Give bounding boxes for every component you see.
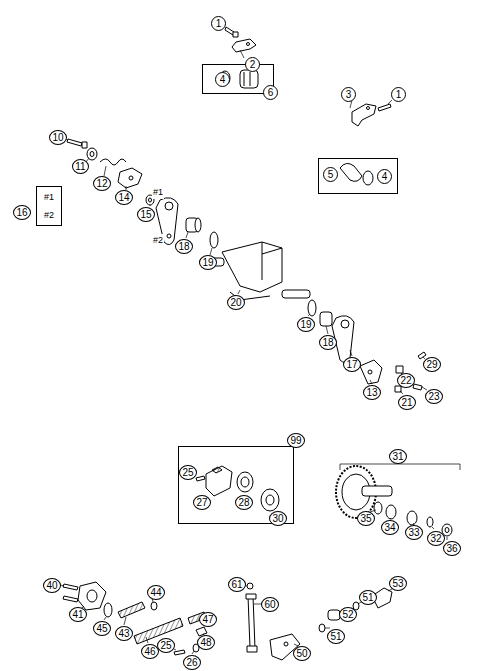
callout-number: 25: [179, 465, 197, 480]
callout-number: 43: [115, 626, 133, 641]
callout-number: 52: [339, 607, 357, 622]
callout-number: 14: [115, 190, 133, 205]
callout-number: 16: [13, 205, 31, 220]
group-frame: 9925272830: [178, 446, 294, 524]
callout-number: 17: [343, 357, 361, 372]
callout-number: 23: [425, 389, 443, 404]
callout-number: 3: [341, 87, 356, 102]
callout-number: 48: [197, 635, 215, 650]
callout-number: 10: [49, 130, 67, 145]
callout-number: 25: [157, 638, 175, 653]
group-frame: 16#1#2: [36, 186, 62, 226]
callout-number: 13: [363, 385, 381, 400]
callout-number: 1: [391, 87, 406, 102]
callout-number: 51: [327, 629, 345, 644]
callout-number: 4: [377, 169, 392, 184]
callout-number: 15: [137, 207, 155, 222]
callout-number: 2: [245, 57, 260, 72]
callout-number: 31: [389, 449, 407, 464]
callout-number: 28: [235, 495, 253, 510]
callout-number: 12: [93, 176, 111, 191]
callout-number: 45: [93, 621, 111, 636]
callout-number: 19: [199, 255, 217, 270]
callout-number: 22: [397, 373, 415, 388]
callout-number: 61: [228, 577, 246, 592]
callout-number: 36: [443, 541, 461, 556]
callout-number: 6: [263, 85, 278, 100]
callout-number: 33: [405, 525, 423, 540]
callout-number: 21: [398, 395, 416, 410]
callout-number: 99: [287, 433, 305, 448]
callout-number: 40: [43, 578, 61, 593]
callout-number: 47: [199, 612, 217, 627]
callout-number: 4: [215, 72, 230, 87]
callout-number: 19: [297, 317, 315, 332]
callout-number: 5: [323, 167, 338, 182]
reference-mark: #1: [152, 186, 164, 199]
reference-mark: #2: [43, 209, 55, 222]
callout-number: 53: [389, 576, 407, 591]
callout-number: 27: [193, 495, 211, 510]
callout-number: 29: [423, 357, 441, 372]
group-frame: 54: [318, 158, 398, 194]
callout-number: 51: [359, 590, 377, 605]
callout-number: 18: [175, 239, 193, 254]
callout-number: 44: [147, 585, 165, 600]
callout-number: 34: [381, 520, 399, 535]
callout-number: 60: [261, 597, 279, 612]
callout-number: 26: [183, 655, 201, 670]
callout-number: 18: [319, 335, 337, 350]
callout-number: 35: [357, 511, 375, 526]
reference-mark: #2: [152, 234, 164, 247]
callout-number: 32: [427, 531, 445, 546]
callout-number: 11: [72, 159, 89, 174]
reference-mark: #1: [43, 191, 55, 204]
callout-number: 1: [211, 16, 226, 31]
callout-number: 30: [269, 511, 287, 526]
callout-number: 50: [293, 646, 311, 661]
callout-number: 41: [69, 607, 87, 622]
group-frame: 46: [202, 64, 274, 94]
callout-number: 20: [227, 295, 245, 310]
